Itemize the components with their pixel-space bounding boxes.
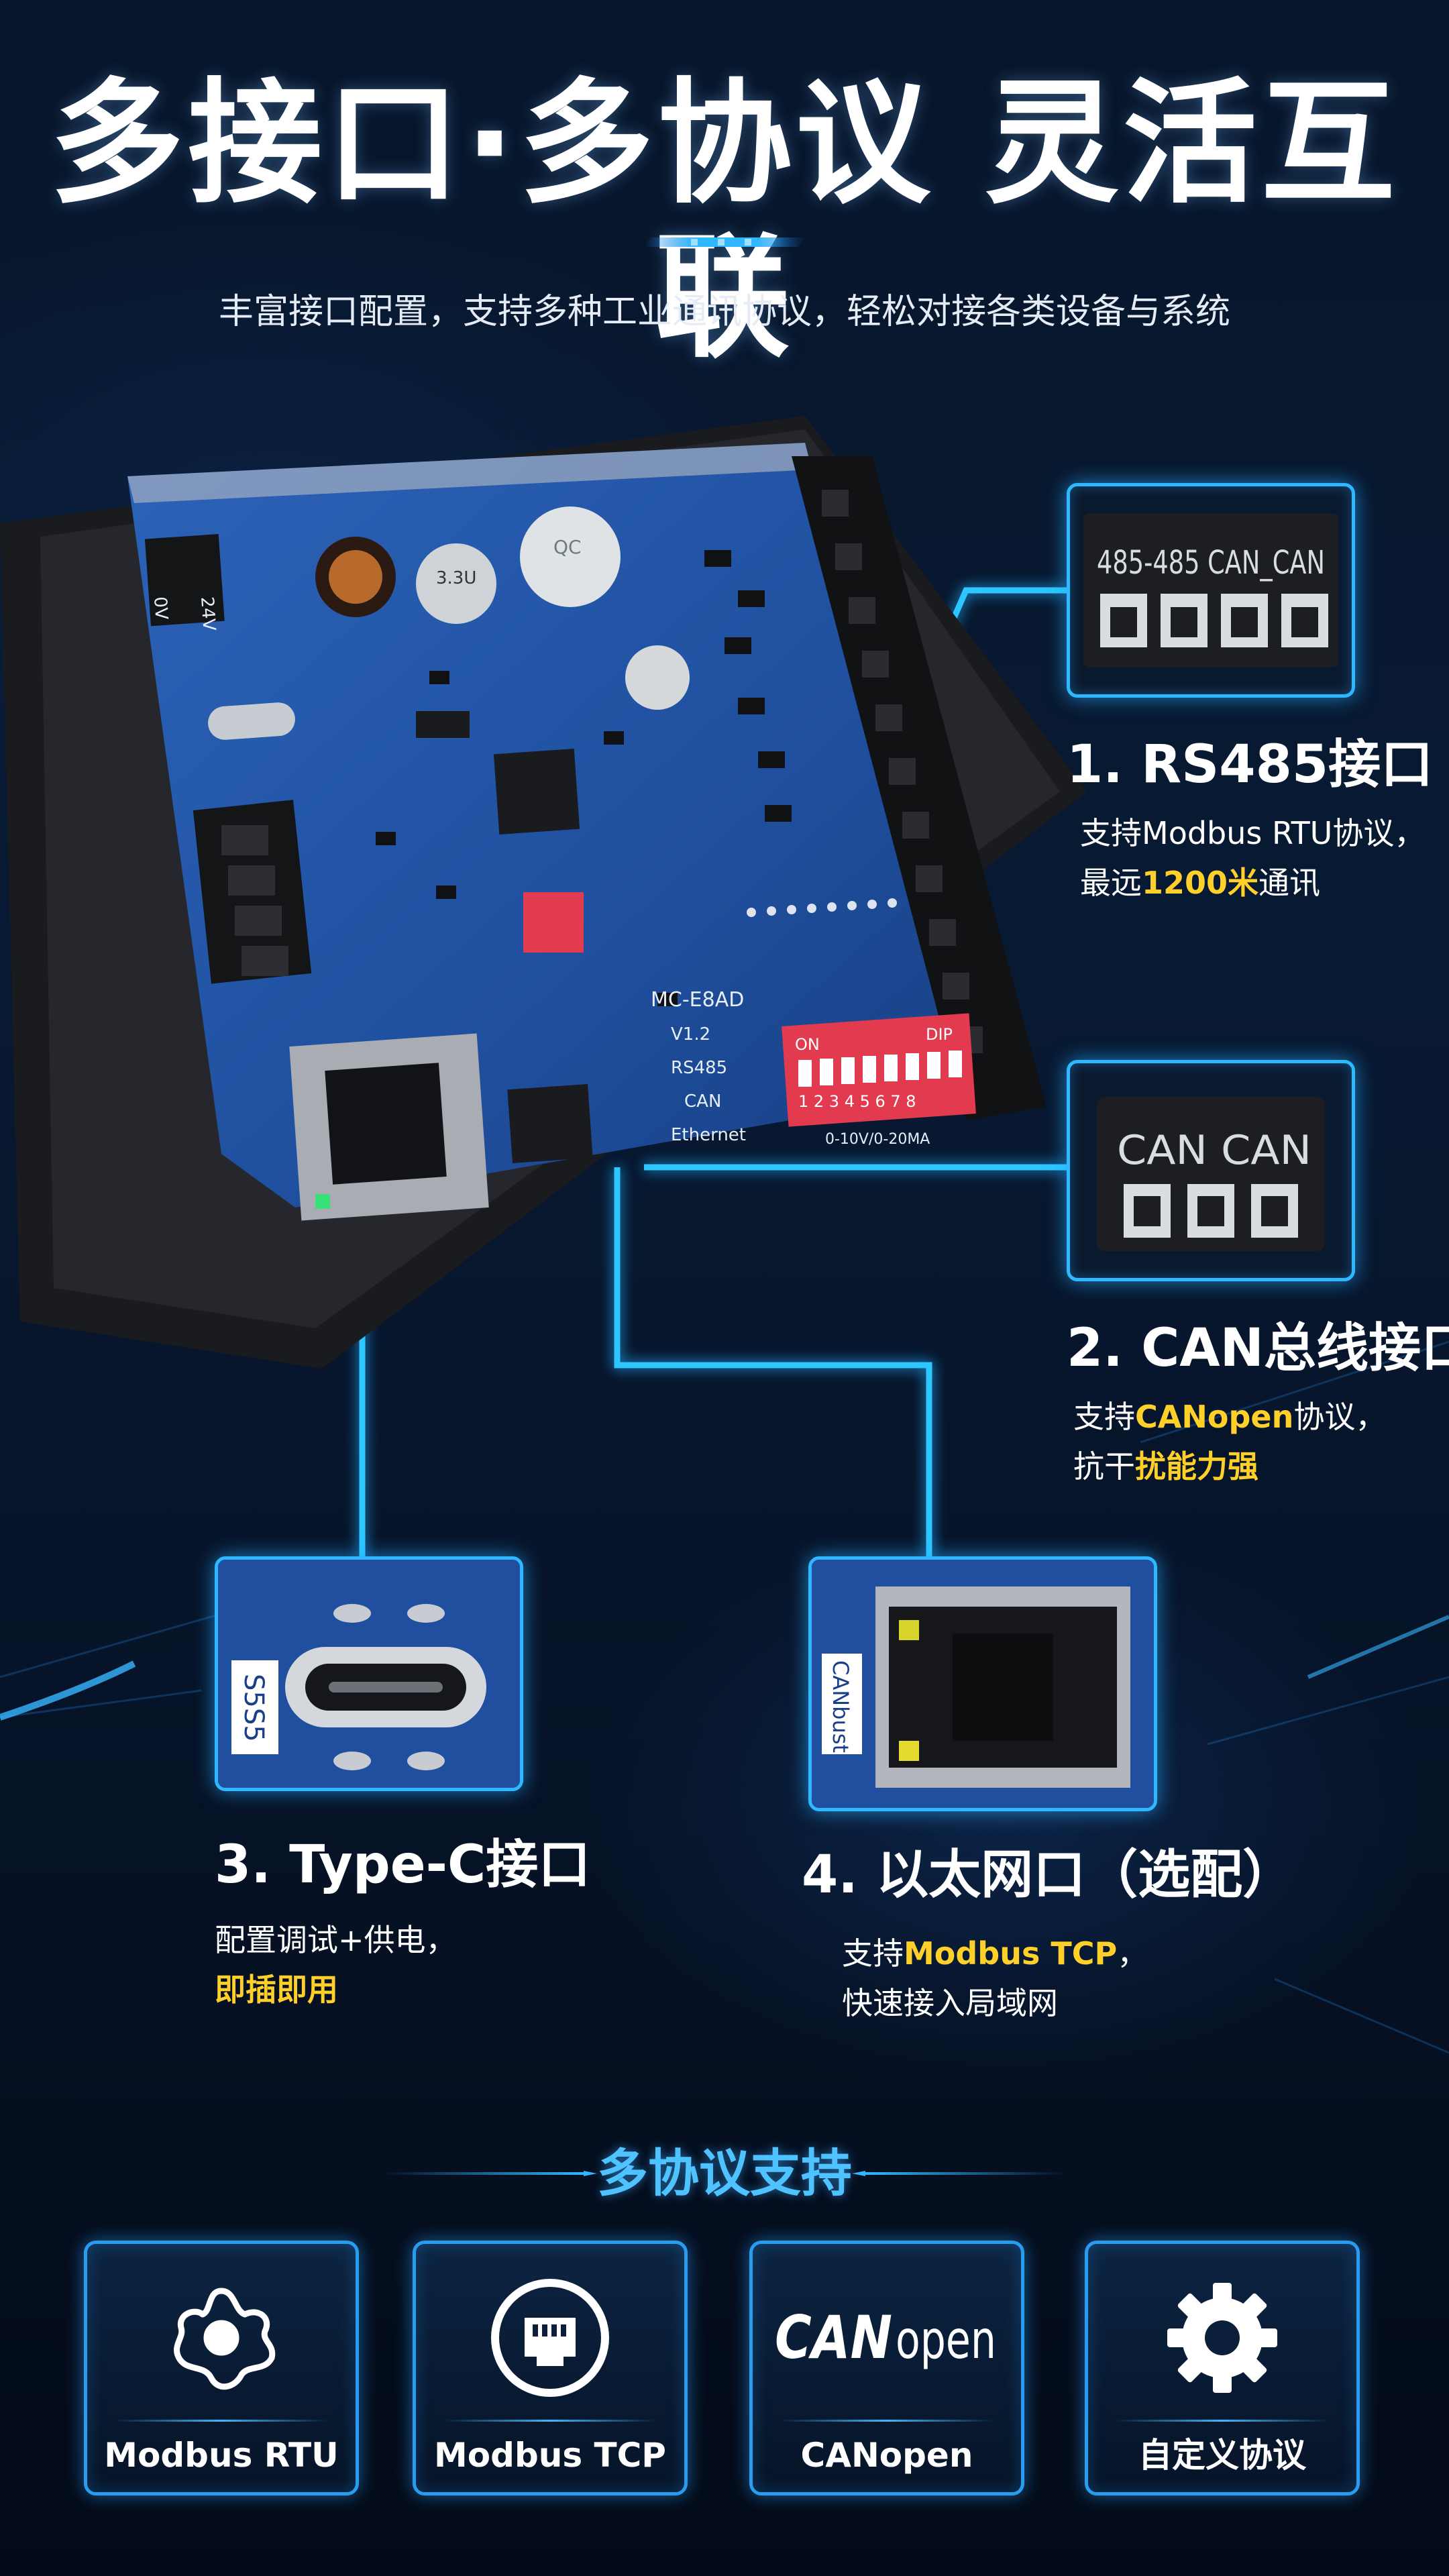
protocol-card-custom: 自定义协议: [1085, 2241, 1360, 2496]
page-subtitle: 丰富接口配置，支持多种工业通讯协议，轻松对接各类设备与系统: [218, 292, 1230, 332]
svg-text:open: open: [896, 2310, 996, 2371]
protocol-label-modbus-tcp: Modbus TCP: [434, 2436, 666, 2475]
can-connector-photo: CAN CAN: [1067, 1060, 1355, 1281]
canopen-logo: CAN open: [775, 2303, 996, 2372]
modbus-rtu-icon: [174, 2288, 276, 2390]
can-title: 2. CAN总线接口: [1067, 1318, 1449, 1379]
ethernet-photo-label: CANbust: [828, 1660, 853, 1753]
can-photo-top-label: CAN CAN: [1117, 1127, 1311, 1174]
type-c-port-photo: S5S5: [215, 1556, 523, 1791]
gear-icon: [1167, 2283, 1277, 2393]
protocols-title: 多协议支持: [597, 2143, 852, 2203]
title-accent-bar: [644, 237, 805, 247]
rs485-description: 支持Modbus RTU协议， 最远1200米通讯: [1080, 815, 1426, 901]
pcb-dip-on-label: ON: [795, 1035, 820, 1054]
svg-text:3.3U: 3.3U: [436, 568, 476, 588]
pcb-model-label: MC-E8AD: [651, 988, 744, 1012]
protocol-card-modbus-rtu: Modbus RTU: [84, 2241, 359, 2496]
ethernet-port-icon: [491, 2279, 609, 2397]
controller-board-illustration: 3.3U QC MC-E8AD V1.2 RS485 CAN: [0, 416, 1087, 1368]
protocol-label-canopen: CANopen: [800, 2436, 973, 2475]
pcb-ethernet-label: Ethernet: [671, 1125, 746, 1145]
can-description: 支持CANopen协议， 抗干扰能力强: [1073, 1399, 1387, 1485]
pcb-range-label: 0-10V/0-20MA: [825, 1131, 930, 1148]
protocol-card-modbus-tcp: Modbus TCP: [413, 2241, 688, 2496]
rs485-photo-top-label: 485-485 CAN_CAN: [1097, 544, 1325, 582]
ethernet-port-photo: CANbust: [808, 1556, 1157, 1811]
pcb-version-label: V1.2: [671, 1024, 710, 1044]
type-c-title: 3. Type-C接口: [215, 1835, 591, 1895]
svg-text:QC: QC: [553, 536, 582, 558]
protocol-title-line-right: [852, 2171, 1067, 2176]
type-c-description: 配置调试+供电， 即插即用: [215, 1922, 457, 2008]
rs485-title: 1. RS485接口: [1067, 735, 1434, 795]
rs485-connector-photo: 485-485 CAN_CAN: [1067, 483, 1355, 698]
ethernet-title: 4. 以太网口（选配）: [802, 1845, 1295, 1905]
pcb-power-0v-label: 0V: [150, 596, 171, 621]
pcb-dip-label: DIP: [926, 1025, 953, 1044]
protocol-label-modbus-rtu: Modbus RTU: [104, 2436, 339, 2475]
protocol-label-custom: 自定义协议: [1138, 2436, 1306, 2475]
ethernet-description: 支持Modbus TCP， 快速接入局域网: [842, 1935, 1148, 2021]
pcb-can-label: CAN: [684, 1091, 721, 1112]
svg-text:CAN: CAN: [775, 2303, 892, 2372]
pcb-dip-numbers: 1 2 3 4 5 6 7 8: [798, 1092, 916, 1111]
protocol-card-canopen: CAN open CANopen: [749, 2241, 1024, 2496]
pcb-rs485-label: RS485: [671, 1058, 727, 1078]
protocol-title-line-left: [382, 2171, 597, 2176]
type-c-photo-label: S5S5: [238, 1674, 269, 1742]
pcb-power-24v-label: 24V: [197, 596, 219, 631]
